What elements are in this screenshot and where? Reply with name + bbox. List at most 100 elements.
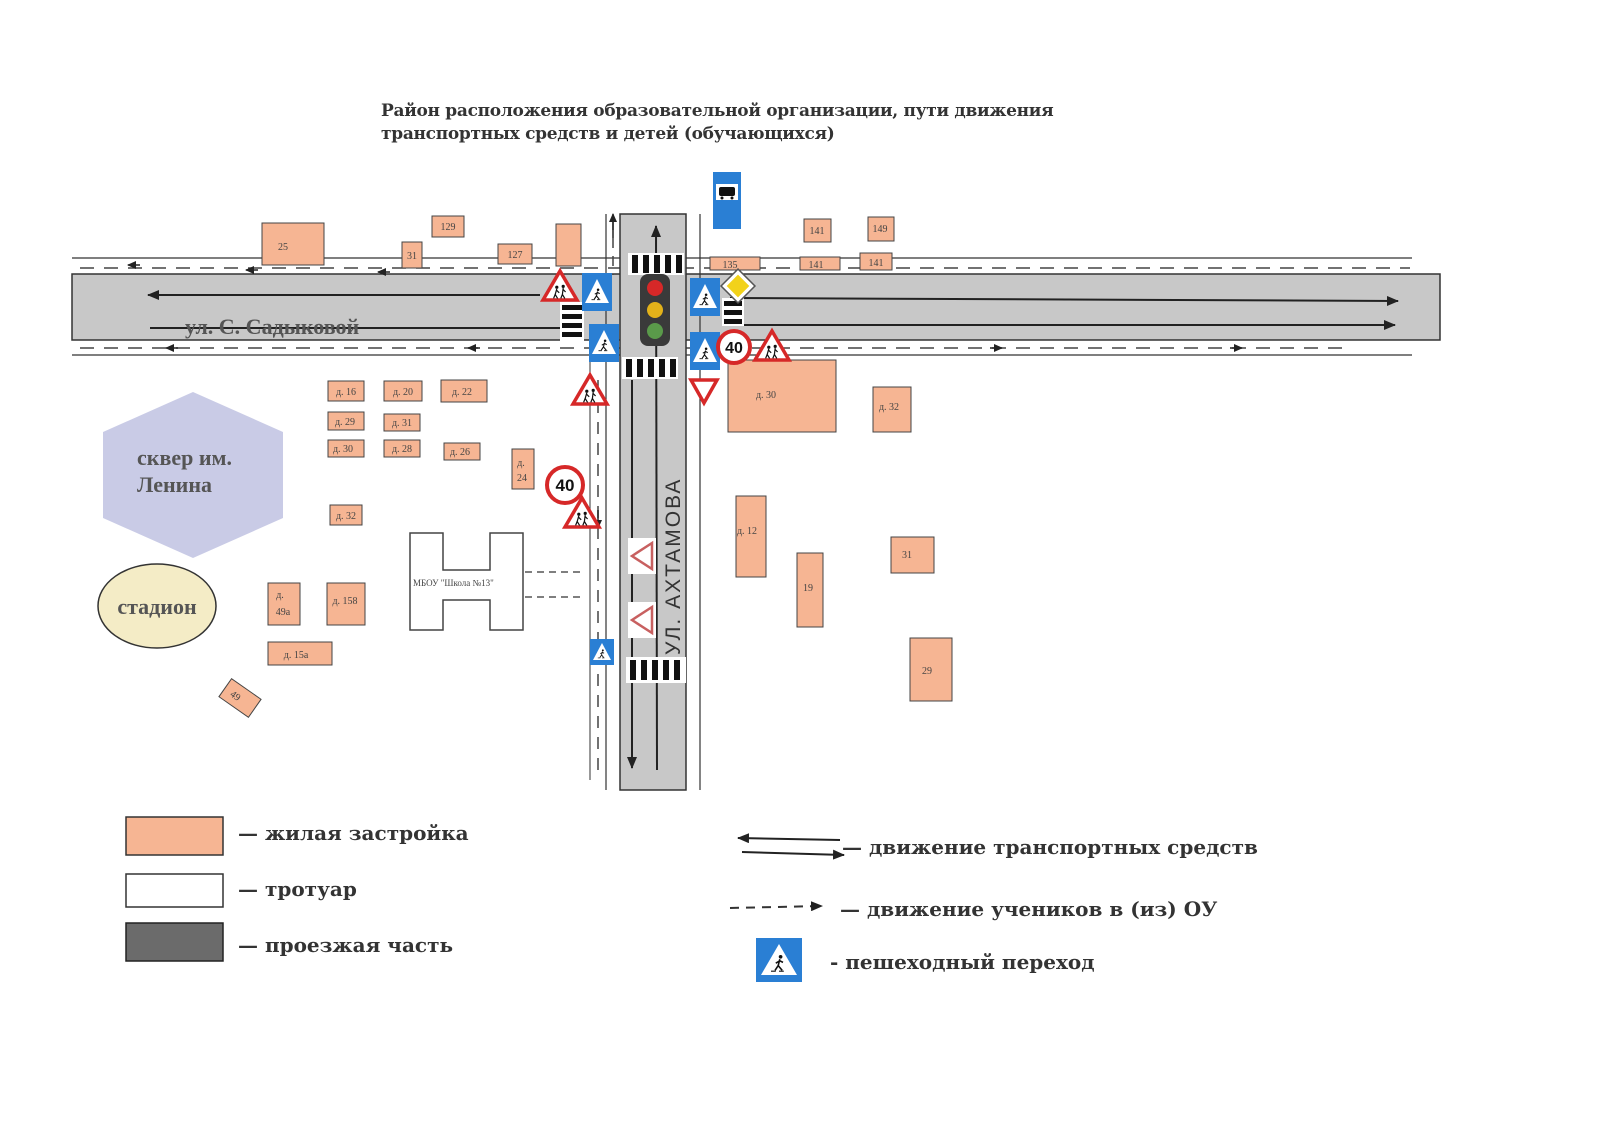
crosswalk-sign [690,278,720,316]
building: 31 [401,241,423,269]
building: 19 [796,552,824,628]
building: д. 22 [440,379,488,403]
svg-text:д. 32: д. 32 [336,511,356,522]
building: 135 [709,256,761,271]
crosswalk-sign [590,639,614,665]
crosswalk-north [628,253,684,275]
children-warning-sign [751,327,793,362]
priority-road-sign [719,267,757,305]
legend-crosswalk-icon [756,938,802,982]
bus-stop-sign [713,172,741,229]
svg-text:д. 28: д. 28 [392,444,412,455]
building: д. 32 [872,386,912,433]
svg-text:стадион: стадион [117,594,197,619]
svg-text:д. 30: д. 30 [756,390,776,401]
stadium: стадион [97,563,217,649]
traffic-light [640,274,670,346]
svg-text:д. 32: д. 32 [879,402,899,413]
park-lenin: сквер им. Ленина [103,392,283,558]
legend-crossing-label: - пешеходный переход [830,950,1095,974]
buildings: 25 31 129 127 135 141 149 141 141 д. 16 … [218,215,953,719]
legend-dashed-arrow [729,901,823,912]
svg-text:д. 16: д. 16 [336,387,356,398]
crosswalk-west [560,302,584,342]
building: д. 30 [727,359,837,433]
building: 31 [890,536,935,574]
building: 25 [261,222,325,266]
building: д. 32 [329,504,363,526]
building: д. 158 [326,582,366,626]
svg-text:МБОУ "Школа №13": МБОУ "Школа №13" [413,578,494,588]
legend-residential-label: — жилая застройка [238,821,469,845]
svg-text:24: 24 [517,473,527,484]
building: 129 [431,215,465,238]
speed-limit-sign: 40 [545,465,585,505]
school-building: МБОУ "Школа №13" [409,532,580,631]
building: 29 [909,637,953,702]
crosswalk-east [722,298,744,326]
svg-text:д. 20: д. 20 [393,387,413,398]
svg-text:127: 127 [508,250,523,261]
svg-text:д. 158: д. 158 [332,596,357,607]
svg-text:135: 135 [723,260,738,271]
svg-text:141: 141 [809,260,824,271]
building: 141 [859,252,893,271]
building: 141 [799,256,841,271]
svg-text:40: 40 [725,340,743,357]
children-road-marking [628,602,656,638]
map-title: Район расположения образовательной орган… [381,100,1081,146]
crosswalk-sign [582,273,612,311]
svg-text:Ленина: Ленина [137,472,212,497]
building: д. 31 [383,413,421,432]
svg-text:141: 141 [869,258,884,269]
building: д. 20 [383,380,423,402]
building: д. 15а [267,641,333,666]
legend-traffic-label: — движение транспортных средств [842,835,1258,859]
building: 149 [867,216,895,242]
building: д. 24 [511,448,535,490]
building: д. 29 [327,411,365,431]
svg-text:д. 29: д. 29 [335,417,355,428]
legend-roadway-swatch [125,922,224,962]
yield-sign [688,378,720,407]
legend-students-label: — движение учеников в (из) ОУ [840,897,1218,921]
svg-text:31: 31 [902,550,912,561]
svg-text:д. 12: д. 12 [737,526,757,537]
svg-text:40: 40 [556,476,575,495]
building: д. 26 [443,442,481,461]
legend-sidewalk-swatch [125,873,224,908]
building [555,223,582,267]
speed-limit-sign: 40 [716,329,752,365]
svg-text:д. 26: д. 26 [450,447,470,458]
building: 141 [803,218,832,243]
building: д. 12 [735,495,767,578]
legend [125,816,845,982]
svg-text:29: 29 [922,666,932,677]
svg-text:49а: 49а [276,607,291,618]
svg-text:д. 22: д. 22 [452,387,472,398]
title-line-2: транспортных средств и детей (обучающихс… [381,124,835,144]
crosswalk-sign [589,324,619,362]
horizontal-road [71,257,1441,356]
svg-text:д. 31: д. 31 [392,418,412,429]
crosswalk-school [626,657,686,683]
children-warning-sign [569,371,611,406]
building: 49 [218,677,262,719]
street-label-akhtamova: УЛ. АХТАМОВА [662,478,685,655]
svg-text:149: 149 [873,224,888,235]
building: д. 28 [383,439,421,458]
svg-text:сквер им.: сквер им. [137,445,232,470]
svg-text:д. 30: д. 30 [333,444,353,455]
svg-text:129: 129 [441,222,456,233]
legend-sidewalk-label: — тротуар [238,877,357,901]
svg-text:д.: д. [517,458,525,469]
svg-text:д. 15а: д. 15а [284,650,309,661]
building: 127 [497,243,533,265]
title-line-1: Район расположения образовательной орган… [381,101,1054,121]
svg-text:31: 31 [407,251,417,262]
legend-arrow-right [741,849,845,860]
svg-text:141: 141 [810,226,825,237]
children-warning-sign [539,267,581,302]
legend-arrow-left [737,833,841,844]
